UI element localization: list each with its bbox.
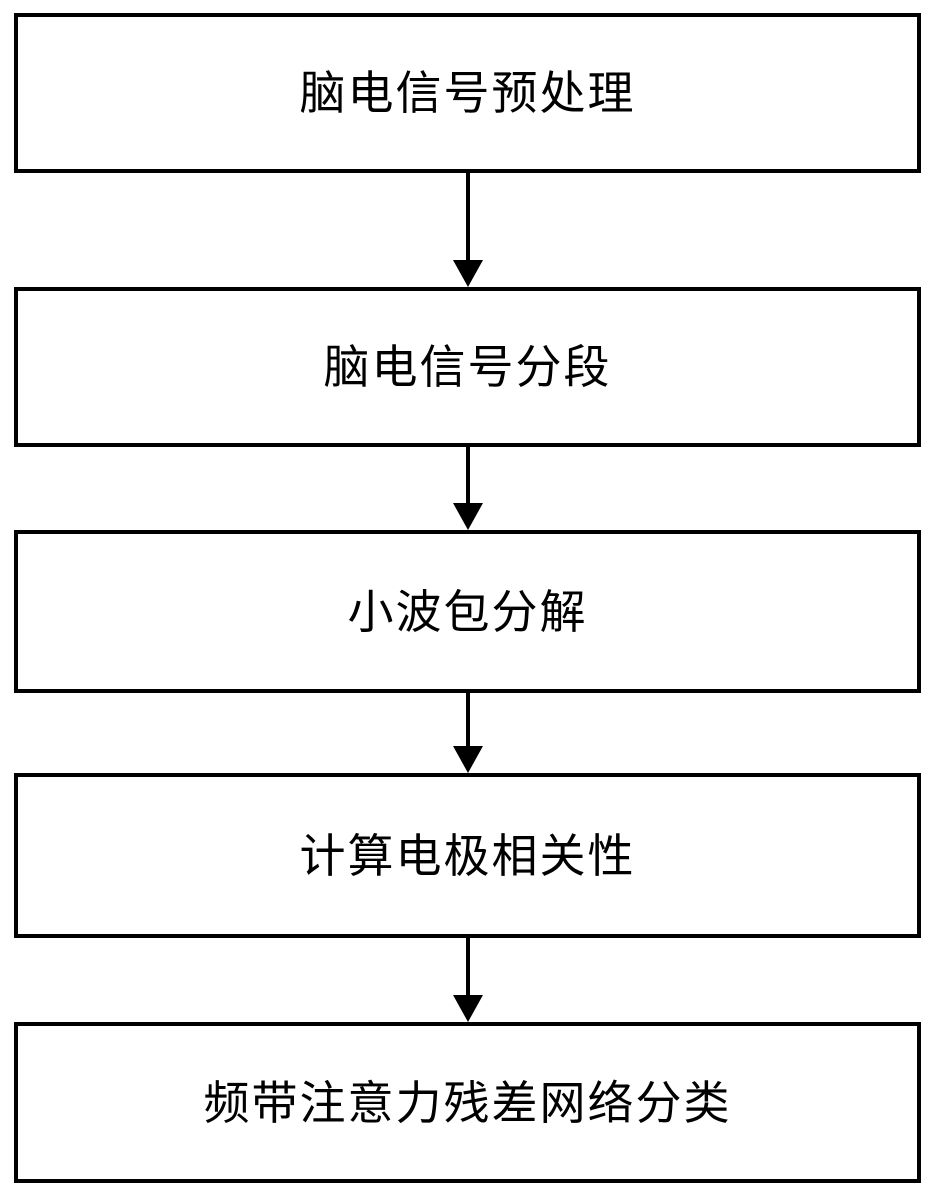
arrow-segmentation-to-wavelet xyxy=(0,447,936,530)
node-band-attention-resnet-classification: 频带注意力残差网络分类 xyxy=(14,1022,921,1183)
node-eeg-segmentation-label: 脑电信号分段 xyxy=(323,341,612,393)
arrow-shaft xyxy=(466,693,470,746)
arrow-head-icon xyxy=(453,503,483,530)
arrow-shaft xyxy=(466,938,470,995)
arrow-shaft xyxy=(466,173,470,260)
node-wavelet-packet-decomposition-label: 小波包分解 xyxy=(347,585,588,638)
arrow-wavelet-to-correlation xyxy=(0,693,936,773)
node-eeg-segmentation: 脑电信号分段 xyxy=(14,287,921,447)
arrow-head-icon xyxy=(453,260,483,287)
arrow-shaft xyxy=(466,447,470,503)
node-band-attention-resnet-classification-label: 频带注意力残差网络分类 xyxy=(203,1076,732,1129)
node-wavelet-packet-decomposition: 小波包分解 xyxy=(14,530,921,693)
arrow-head-icon xyxy=(453,995,483,1022)
node-eeg-preprocessing-label: 脑电信号预处理 xyxy=(299,67,636,119)
node-eeg-preprocessing: 脑电信号预处理 xyxy=(14,13,921,173)
arrow-preprocessing-to-segmentation xyxy=(0,173,936,287)
arrow-head-icon xyxy=(453,746,483,773)
node-electrode-correlation: 计算电极相关性 xyxy=(14,773,921,938)
arrow-correlation-to-classification xyxy=(0,938,936,1022)
node-electrode-correlation-label: 计算电极相关性 xyxy=(299,829,636,882)
